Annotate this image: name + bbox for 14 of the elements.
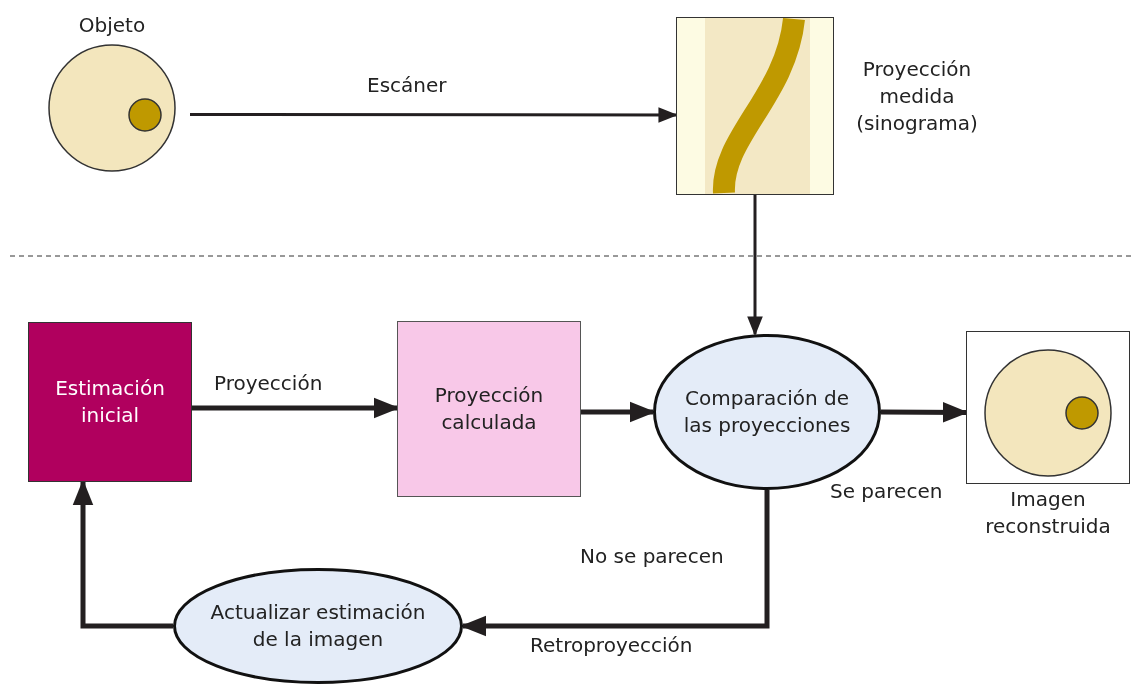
text-label: Retroproyección — [530, 632, 693, 659]
edge-label: Se parecen — [829, 478, 944, 505]
edge-label: No se parecen — [579, 543, 725, 570]
arrow — [190, 107, 678, 123]
object-label: Objeto — [77, 12, 147, 39]
arrow — [747, 195, 763, 336]
edge-label: Escáner — [366, 72, 448, 99]
process-text: Actualizar estimación de la imagen — [209, 599, 427, 653]
caption-text: Proyección medida (sinograma) — [855, 56, 979, 137]
process-box: Proyección calculada — [397, 321, 581, 497]
edge-label: Proyección — [213, 370, 324, 397]
process-box: Estimación inicial — [28, 322, 192, 482]
caption-text: Imagen reconstruida — [984, 486, 1112, 540]
process-text: Comparación de las proyecciones — [683, 385, 851, 439]
